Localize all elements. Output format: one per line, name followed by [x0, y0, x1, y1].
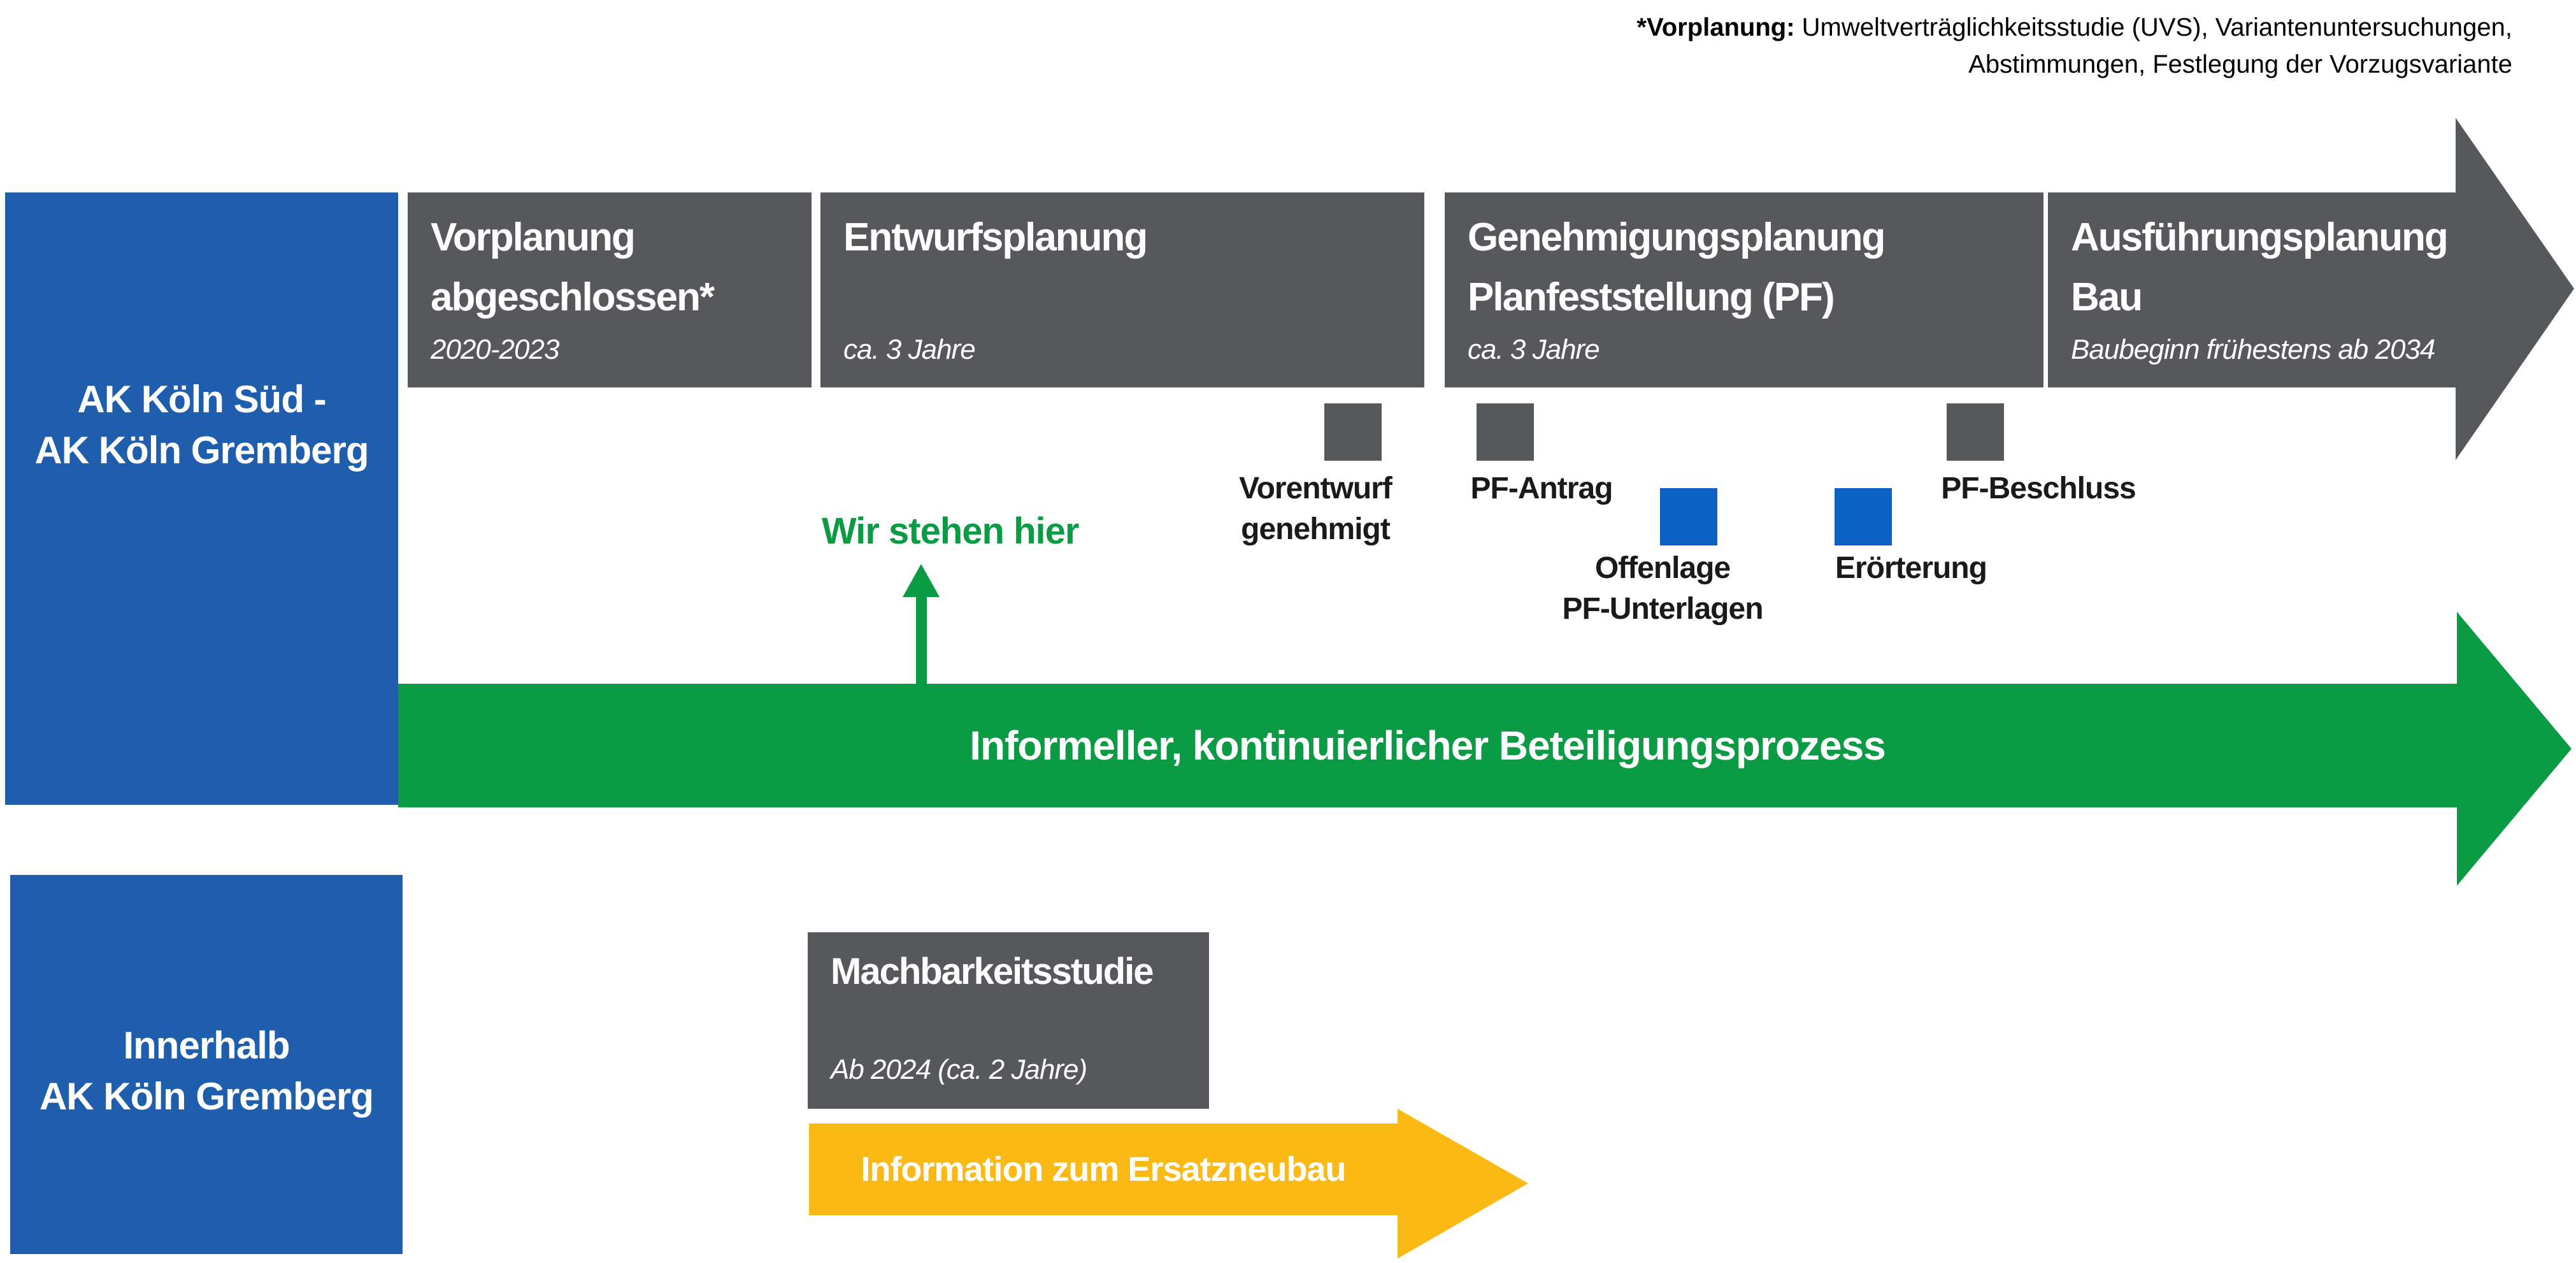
milestone-label-eroerterung: Erörterung [1777, 548, 2045, 589]
lane-ak-koeln-sued-gremberg: AK Köln Süd - AK Köln Gremberg [5, 192, 398, 805]
lane-label-line2: AK Köln Gremberg [34, 429, 369, 472]
lane-label: Innerhalb AK Köln Gremberg [10, 1020, 403, 1122]
phase-title: Ausführungsplanung Bau [2071, 208, 2449, 328]
info-arrow-label: Information zum Ersatzneubau [861, 1150, 1346, 1188]
milestone-label-line2: genehmigt [1241, 512, 1391, 546]
milestone-label-line1: Offenlage [1594, 551, 1731, 585]
phase-subtitle: Baubeginn frühestens ab 2034 [2071, 334, 2435, 365]
phase-title-line2: Bau [2071, 275, 2143, 319]
milestone-label-vorentwurf: Vorentwurf genehmigt [1198, 468, 1433, 550]
phase-title: Entwurfsplanung [843, 208, 1405, 268]
phase-subtitle: 2020-2023 [431, 334, 559, 365]
milestone-label-line1: PF-Antrag [1470, 472, 1614, 505]
phase-title: Vorplanung abgeschlossen* [431, 208, 792, 328]
phase-vorplanung: Vorplanung abgeschlossen* 2020-2023 [408, 192, 812, 387]
milestone-eroerterung-marker [1835, 488, 1892, 545]
footnote: *Vorplanung: Umweltverträglichkeitsstudi… [1636, 9, 2512, 83]
milestone-pf-beschluss-marker [1947, 403, 2004, 461]
milestone-pf-antrag-marker [1477, 403, 1534, 461]
participation-arrow: Informeller, kontinuierlicher Beteiligun… [398, 684, 2457, 807]
phase-title-line1: Ausführungsplanung [2071, 215, 2449, 259]
footnote-line-2: Abstimmungen, Festlegung der Vorzugsvari… [1968, 50, 2512, 78]
milestone-vorentwurf-marker [1324, 403, 1382, 461]
lane-label-line1: AK Köln Süd - [77, 378, 326, 421]
up-arrow-shaft [916, 593, 927, 685]
up-arrow-icon [903, 564, 940, 597]
timeline-arrow-head-icon [2456, 118, 2574, 460]
milestone-label-offenlage: Offenlage PF-Unterlagen [1529, 548, 1796, 630]
phase-title-line1: Genehmigungsplanung [1468, 215, 1885, 259]
milestone-label-pf-beschluss: PF-Beschluss [1911, 468, 2166, 509]
milestone-label-line1: PF-Beschluss [1941, 472, 2136, 505]
phase-subtitle: ca. 3 Jahre [1468, 334, 1600, 365]
milestone-offenlage-marker [1660, 488, 1717, 545]
phase-title-line2: abgeschlossen* [431, 275, 715, 319]
info-arrow-head-icon [1398, 1109, 1528, 1259]
machbarkeitsstudie-box: Machbarkeitsstudie Ab 2024 (ca. 2 Jahre) [808, 932, 1209, 1109]
lane-label: AK Köln Süd - AK Köln Gremberg [5, 374, 398, 476]
footnote-line-1: *Vorplanung: Umweltverträglichkeitsstudi… [1636, 9, 2512, 46]
phase-title-line1: Vorplanung [431, 215, 636, 259]
lane-innerhalb-ak-koeln-gremberg: Innerhalb AK Köln Gremberg [10, 875, 403, 1254]
lane-label-line2: AK Köln Gremberg [39, 1075, 374, 1118]
milestone-label-line2: PF-Unterlagen [1562, 592, 1763, 626]
study-subtitle: Ab 2024 (ca. 2 Jahre) [831, 1054, 1087, 1085]
status-marker-label: Wir stehen hier [822, 510, 1079, 552]
milestone-label-line1: Erörterung [1835, 551, 1987, 585]
milestone-label-line1: Vorentwurf [1239, 472, 1392, 505]
participation-arrow-head-icon [2457, 612, 2572, 886]
phase-subtitle: ca. 3 Jahre [843, 334, 976, 365]
footnote-line1-rest: Umweltverträglichkeitsstudie (UVS), Vari… [1794, 13, 2512, 41]
phase-title-line2: Planfeststellung (PF) [1468, 275, 1835, 319]
footnote-term: *Vorplanung: [1636, 13, 1795, 41]
phase-ausfuehrungsplanung-bau: Ausführungsplanung Bau Baubeginn frühest… [2048, 192, 2456, 387]
participation-arrow-label: Informeller, kontinuierlicher Beteiligun… [970, 723, 1886, 769]
milestone-label-pf-antrag: PF-Antrag [1446, 468, 1637, 509]
phase-genehmigungsplanung: Genehmigungsplanung Planfeststellung (PF… [1445, 192, 2043, 387]
study-title: Machbarkeitsstudie [831, 951, 1154, 992]
phase-title: Genehmigungsplanung Planfeststellung (PF… [1468, 208, 2024, 328]
phase-entwurfsplanung: Entwurfsplanung ca. 3 Jahre [820, 192, 1424, 387]
info-arrow: Information zum Ersatzneubau [809, 1123, 1398, 1215]
phase-title-line1: Entwurfsplanung [843, 215, 1148, 259]
lane-label-line1: Innerhalb [123, 1024, 290, 1067]
